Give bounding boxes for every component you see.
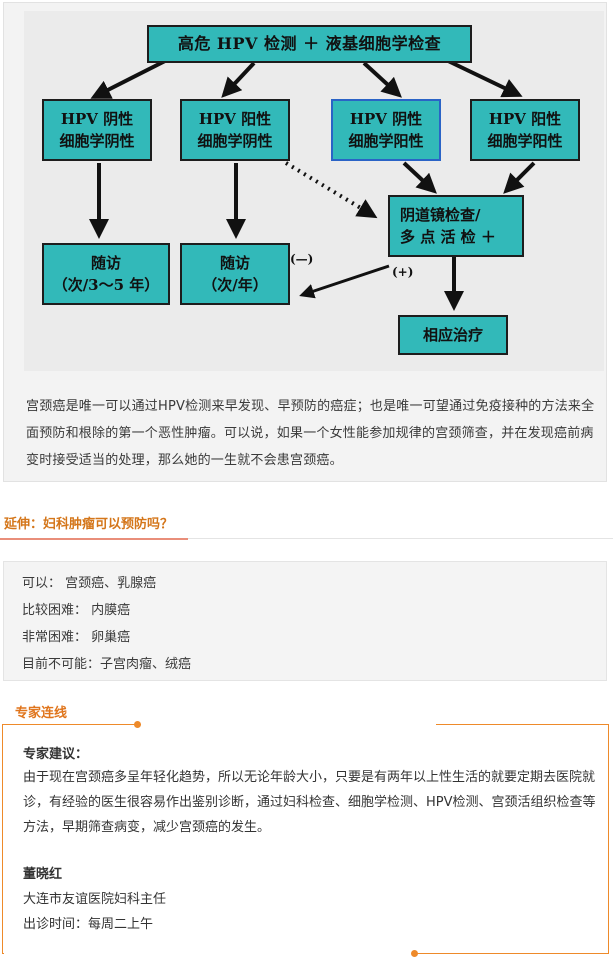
box-hpv-neg-cyto-pos: HPV 阴性 细胞学阳性 [331, 99, 441, 161]
flowchart-arrows [89, 57, 536, 311]
extension-heading: 延伸：妇科肿瘤可以预防吗？ [4, 517, 174, 532]
doctor-name: 董晓红 [23, 867, 63, 882]
expert-section-title: 专家连线 [15, 706, 68, 721]
arrow-top-to-c [362, 61, 402, 98]
box-colposcopy-biopsy: 阴道镜检查/ 多 点 活 检 ＋ [388, 195, 524, 257]
arrow-top-to-b [221, 61, 256, 98]
expert-card: 专家建议： 由于现在宫颈癌多呈年轻化趋势，所以无论年龄大小，只要是有两年以上性生… [2, 721, 609, 957]
clinic-time: 出诊时间：每周二上午 [23, 917, 154, 932]
label-positive: (+) [392, 265, 414, 279]
frame-dot [411, 950, 418, 957]
heading-underline [0, 538, 188, 540]
list-item: 非常困难： 卵巢癌 [22, 630, 131, 645]
divider [188, 538, 613, 539]
list-item: 比较困难： 内膜癌 [22, 603, 131, 618]
dotted-arrow-b-to-colpo [284, 161, 378, 219]
hpv-screening-flowchart: 高危 HPV 检测 ＋ 液基细胞学检查 HPV 阴性 细胞学阴性 HPV 阳性 … [24, 11, 604, 371]
list-item: 可以： 宫颈癌、乳腺癌 [22, 576, 157, 591]
frame-dot [134, 721, 141, 728]
arrow-top-to-a [90, 57, 170, 99]
box-follow-up-3-5-years: 随访 （次/3～5 年） [42, 243, 170, 305]
frame-gap [4, 951, 414, 955]
prevention-list-card: 可以： 宫颈癌、乳腺癌 比较困难： 内膜癌 非常困难： 卵巢癌 目前不可能：子宫… [3, 561, 607, 681]
box-hpv-pos-cyto-pos: HPV 阳性 细胞学阳性 [470, 99, 580, 161]
list-item: 目前不可能：子宫肉瘤、绒癌 [22, 657, 192, 672]
box-treatment: 相应治疗 [398, 315, 508, 355]
label-negative: (—) [290, 252, 314, 266]
advice-label: 专家建议： [23, 747, 89, 762]
frame-gap [141, 723, 436, 727]
arrow-c-to-colpo [402, 161, 437, 194]
box-hpv-neg-cyto-neg: HPV 阴性 细胞学阴性 [42, 99, 152, 161]
intro-paragraph: 宫颈癌是唯一可以通过HPV检测来早发现、早预防的癌症；也是唯一可望通过免疫接种的… [26, 399, 595, 468]
intro-card: 高危 HPV 检测 ＋ 液基细胞学检查 HPV 阴性 细胞学阴性 HPV 阳性 … [3, 2, 607, 482]
arrow-colpo-to-follow2 [299, 264, 390, 299]
box-hpv-lbc-test: 高危 HPV 检测 ＋ 液基细胞学检查 [147, 25, 472, 63]
doctor-title: 大连市友谊医院妇科主任 [23, 892, 167, 907]
advice-text: 由于现在宫颈癌多呈年轻化趋势，所以无论年龄大小，只要是有两年以上性生活的就要定期… [23, 770, 596, 835]
box-hpv-pos-cyto-neg: HPV 阳性 细胞学阴性 [180, 99, 290, 161]
box-follow-up-yearly: 随访 （次/年） [180, 243, 290, 305]
arrow-d-to-colpo [503, 161, 536, 194]
arrow-top-to-d [443, 57, 523, 98]
